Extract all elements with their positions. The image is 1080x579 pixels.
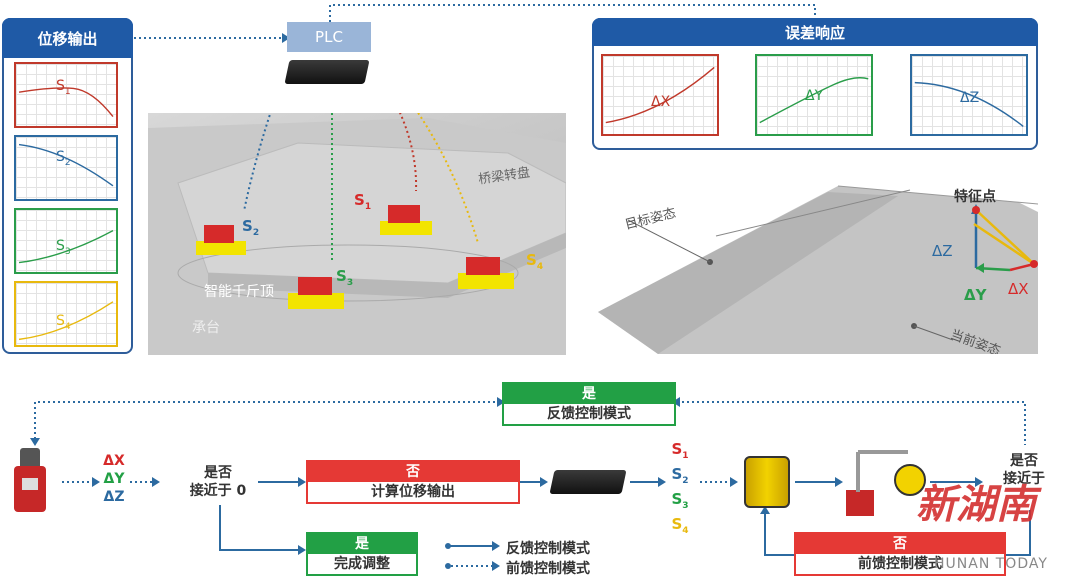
watermark-text: HUNAN TODAY	[934, 556, 1048, 572]
plc-controller-icon	[284, 60, 370, 84]
hydraulic-jack-icon	[744, 456, 790, 508]
no-feedforward-head: 否	[796, 534, 1004, 554]
s3-tag: S3	[336, 267, 354, 288]
beam-pose-scene: 目标姿态 当前姿态 特征点 ΔZ ΔY ΔX	[598, 172, 1038, 354]
watermark-logo: 新湖南	[916, 482, 1036, 528]
dz-chart-label: ΔZ	[960, 90, 980, 106]
s1-tag: S1	[354, 191, 372, 212]
jack-s1	[380, 205, 432, 235]
plc-box: PLC	[287, 22, 371, 52]
jack-s2	[196, 225, 246, 255]
total-station-icon	[14, 448, 48, 518]
jack-s3	[288, 277, 344, 309]
yes-complete-body: 完成调整	[308, 554, 416, 574]
s3-chart: S3	[14, 208, 118, 274]
decision-near: 是否接近于	[1003, 453, 1045, 487]
bridge-scene: 桥梁转盘 智能千斤顶 承台 S1 S2 S3 S4	[148, 113, 566, 355]
error-response-title: 误差响应	[592, 18, 1038, 46]
pier-cap-label: 承台	[192, 320, 220, 336]
s4-tag: S4	[526, 251, 544, 272]
output-s3: S3	[671, 490, 689, 511]
output-s4: S4	[671, 515, 689, 536]
no-compute-head: 否	[308, 462, 518, 482]
delta-y: ΔY	[103, 471, 125, 487]
s3-chart-label: S3	[56, 238, 71, 257]
s4-chart: S4	[14, 281, 118, 347]
legend-feedforward: 前馈控制模式	[506, 561, 590, 577]
smart-jack-label: 智能千斤顶	[204, 284, 274, 300]
no-compute-body: 计算位移输出	[308, 482, 518, 502]
dial-gauge-icon	[846, 446, 926, 518]
yes-feedback-head: 是	[504, 384, 674, 404]
dz-axis-label: ΔZ	[932, 242, 953, 260]
feature-point-label: 特征点	[954, 189, 996, 205]
displacement-output-title: 位移输出	[2, 18, 133, 58]
legend-feedback: 反馈控制模式	[506, 541, 590, 557]
dz-chart: ΔZ	[910, 54, 1028, 136]
dy-chart-label: ΔY	[805, 88, 824, 104]
no-feedforward-body: 前馈控制模式	[796, 554, 1004, 574]
s4-chart-label: S4	[56, 313, 71, 332]
delta-x: ΔX	[103, 453, 125, 469]
yes-complete-head: 是	[308, 534, 416, 554]
dx-axis-label: ΔX	[1008, 280, 1029, 298]
dy-axis-label: ΔY	[964, 286, 987, 304]
decision-near-zero: 是否接近于 0	[189, 465, 247, 499]
s2-chart: S2	[14, 135, 118, 201]
output-s1: S1	[671, 440, 689, 461]
s2-tag: S2	[242, 217, 260, 238]
delta-list: ΔX ΔY ΔZ	[98, 452, 130, 506]
s1-chart-label: S1	[56, 78, 71, 97]
no-feedforward-box: 否 前馈控制模式	[794, 532, 1006, 576]
yes-feedback-body: 反馈控制模式	[504, 404, 674, 424]
s1-chart: S1	[14, 62, 118, 128]
yes-feedback-box: 是 反馈控制模式	[502, 382, 676, 426]
yes-complete-box: 是 完成调整	[306, 532, 418, 576]
no-compute-box: 否 计算位移输出	[306, 460, 520, 504]
dx-chart: ΔX	[601, 54, 719, 136]
output-s-list: S1 S2 S3 S4	[668, 440, 692, 540]
s2-chart-label: S2	[56, 149, 71, 168]
output-s2: S2	[671, 465, 689, 486]
dx-chart-label: ΔX	[651, 94, 671, 110]
delta-z: ΔZ	[103, 489, 125, 505]
dy-chart: ΔY	[755, 54, 873, 136]
controller-icon	[549, 470, 627, 494]
jack-s4	[458, 257, 514, 289]
